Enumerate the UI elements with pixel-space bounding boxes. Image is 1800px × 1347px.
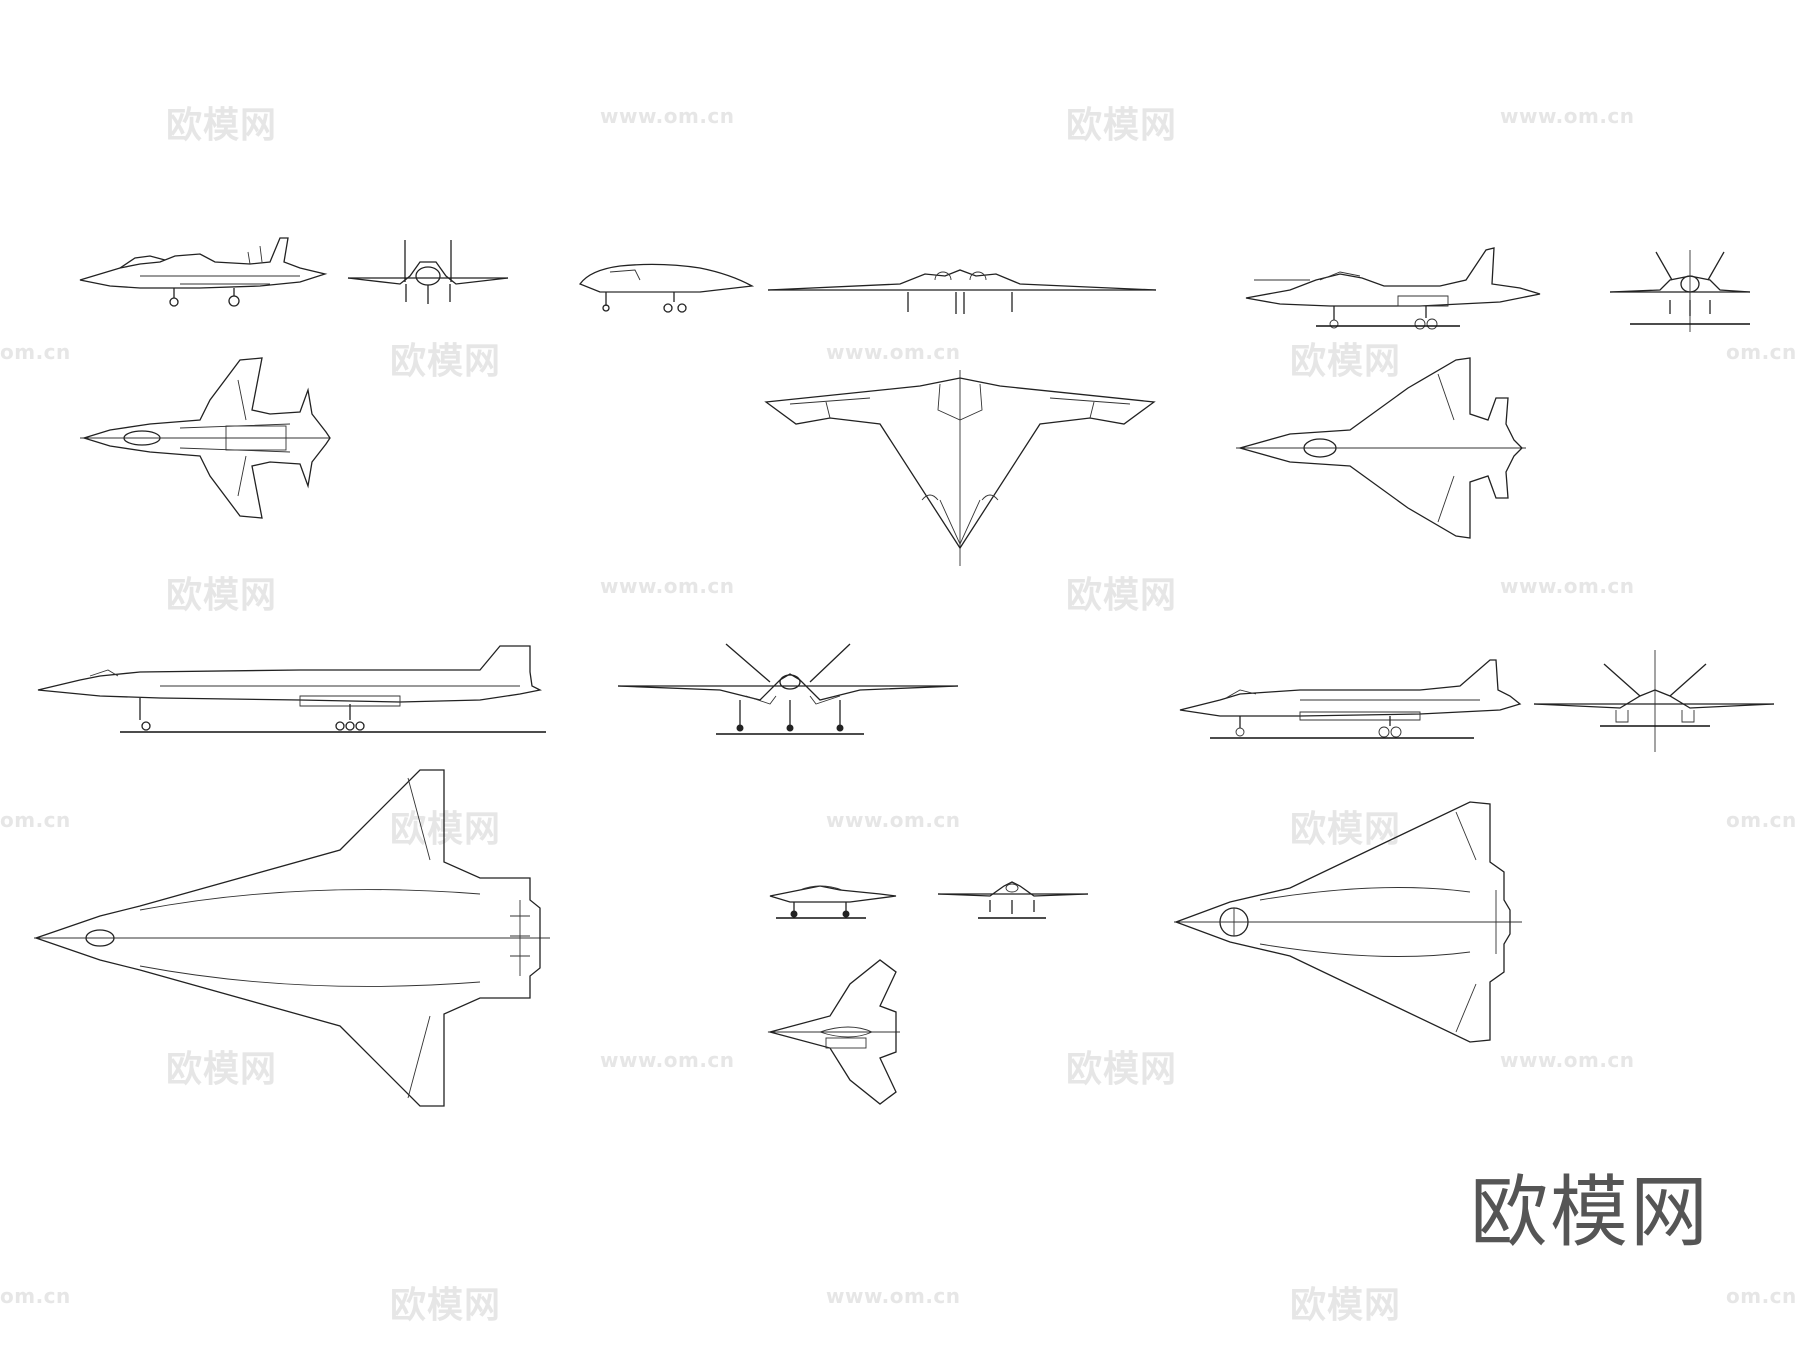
stealth-fighter-front-view	[1533, 650, 1775, 752]
bomber-side-view	[37, 645, 546, 733]
fighter-b-side-view	[1245, 247, 1541, 330]
flying-wing-front-view	[767, 269, 1157, 314]
fighter-a-front-view	[347, 240, 509, 304]
fighter-a-side-view	[79, 237, 328, 307]
stealth-fighter-top-view	[1174, 801, 1522, 1043]
stealth-fighter-side-view	[1179, 659, 1522, 739]
flying-wing-top-view	[764, 370, 1156, 566]
flying-wing-side-view	[578, 263, 755, 313]
stealth-front-view	[617, 643, 959, 735]
bomber-top-view	[34, 769, 550, 1107]
fighter-b-top-view	[1236, 357, 1526, 539]
small-stealth-front-view	[937, 881, 1089, 919]
small-stealth-side-view	[769, 885, 897, 919]
fighter-a-top-view	[80, 357, 331, 519]
brand-logo-watermark: 欧模网	[1470, 1168, 1711, 1258]
small-stealth-top-view	[767, 959, 900, 1105]
fighter-b-front-view	[1609, 250, 1751, 332]
